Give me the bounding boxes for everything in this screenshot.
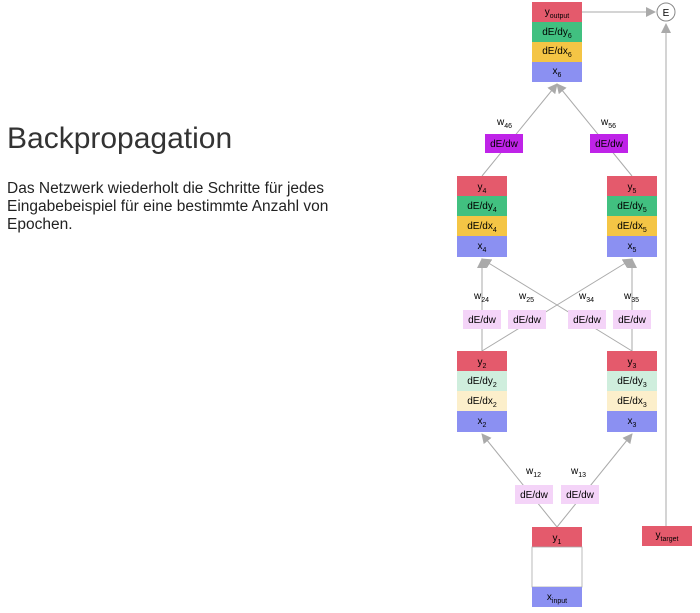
node-4: y4 dE/dy4 dE/dx4 x4 bbox=[457, 176, 507, 257]
node-2-dy-label: dE/dy2 bbox=[467, 376, 497, 389]
node-6-dx-label: dE/dx6 bbox=[542, 46, 572, 59]
node-1: y1 xinput bbox=[531, 527, 583, 607]
edge-w13 bbox=[556, 433, 633, 528]
error-node-circle bbox=[656, 2, 676, 22]
node-2-x-label: x2 bbox=[478, 416, 487, 429]
target-node-label: ytarget bbox=[656, 530, 679, 543]
weight-w56-grad-label: dE/dw bbox=[595, 139, 624, 150]
node-3-x-label: x3 bbox=[628, 416, 637, 429]
node-2-x-cell bbox=[457, 411, 507, 432]
weight-w13-grad-box bbox=[561, 485, 599, 504]
error-node-label: E bbox=[663, 8, 670, 19]
node-1-x-cell bbox=[532, 587, 582, 607]
node-5-x-cell bbox=[607, 236, 657, 257]
weight-w12-grad-box bbox=[515, 485, 553, 504]
node-1-y-cell bbox=[532, 527, 582, 547]
edge-w12 bbox=[481, 433, 558, 528]
node-2-dx-cell bbox=[457, 391, 507, 411]
weight-w25-label: w25 bbox=[518, 291, 534, 304]
weight-w56-label: w56 bbox=[600, 117, 616, 130]
node-6-dy-cell bbox=[532, 22, 582, 42]
node-2-y-cell bbox=[457, 351, 507, 371]
weight-w25: w25 dE/dw bbox=[508, 291, 546, 329]
node-5: y5 dE/dy5 dE/dx5 x5 bbox=[607, 176, 657, 257]
weight-w24-grad-box bbox=[463, 310, 501, 329]
weight-w46: w46 dE/dw bbox=[485, 117, 523, 153]
weight-w12-label: w12 bbox=[525, 466, 541, 479]
weight-w34-grad-label: dE/dw bbox=[573, 315, 602, 326]
edge-w46 bbox=[481, 83, 558, 177]
node-4-y-cell bbox=[457, 176, 507, 196]
weight-w34: w34 dE/dw bbox=[568, 291, 606, 329]
slide-title: Backpropagation bbox=[7, 122, 233, 155]
node-4-dx-label: dE/dx4 bbox=[467, 221, 497, 234]
node-3-dx-label: dE/dx3 bbox=[617, 396, 647, 409]
node-5-dx-label: dE/dx5 bbox=[617, 221, 647, 234]
node-5-y-label: y5 bbox=[628, 182, 637, 195]
edge-w34 bbox=[481, 258, 633, 352]
weight-w56-grad-box bbox=[590, 134, 628, 153]
edge-w56 bbox=[556, 83, 633, 177]
weight-w12-grad-label: dE/dw bbox=[520, 490, 549, 501]
node-2: y2 dE/dy2 dE/dx2 x2 bbox=[457, 351, 507, 432]
node-4-dx-cell bbox=[457, 216, 507, 236]
weight-w46-label: w46 bbox=[496, 117, 512, 130]
node-5-x-label: x5 bbox=[628, 241, 637, 254]
node-2-dy-cell bbox=[457, 371, 507, 391]
weight-w12: w12 dE/dw bbox=[515, 466, 553, 504]
weight-w25-grad-box bbox=[508, 310, 546, 329]
node-4-x-cell bbox=[457, 236, 507, 257]
weight-w25-grad-label: dE/dw bbox=[513, 315, 542, 326]
node-6-y-label: youtput bbox=[545, 7, 570, 20]
node-4-dy-cell bbox=[457, 196, 507, 216]
node-6-dx-cell bbox=[532, 42, 582, 62]
node-4-y-label: y4 bbox=[478, 182, 487, 195]
node-1-x-label: xinput bbox=[547, 592, 567, 605]
target-node: ytarget bbox=[642, 526, 692, 546]
weight-w24-grad-label: dE/dw bbox=[468, 315, 497, 326]
node-4-x-label: x4 bbox=[478, 241, 487, 254]
target-node-cell bbox=[642, 526, 692, 546]
weight-w24: w24 dE/dw bbox=[463, 291, 501, 329]
node-3-dy-cell bbox=[607, 371, 657, 391]
node-6-dy-label: dE/dy6 bbox=[542, 27, 572, 40]
weight-w35-grad-box bbox=[613, 310, 651, 329]
node-6-y-cell bbox=[532, 2, 582, 22]
weight-w34-grad-box bbox=[568, 310, 606, 329]
weight-w46-grad-label: dE/dw bbox=[490, 139, 519, 150]
node-3-dx-cell bbox=[607, 391, 657, 411]
weight-w13-grad-label: dE/dw bbox=[566, 490, 595, 501]
node-1-y-label: y1 bbox=[553, 533, 562, 546]
node-6-x-cell bbox=[532, 62, 582, 82]
weight-w24-label: w24 bbox=[473, 291, 489, 304]
slide-description: Das Netzwerk wiederholt die Schritte für… bbox=[7, 180, 329, 233]
node-3-x-cell bbox=[607, 411, 657, 432]
weight-w13-label: w13 bbox=[570, 466, 586, 479]
weight-w35-grad-label: dE/dw bbox=[618, 315, 647, 326]
node-1-empty-cell bbox=[531, 546, 583, 588]
node-4-dy-label: dE/dy4 bbox=[467, 201, 497, 214]
node-5-dy-cell bbox=[607, 196, 657, 216]
node-2-y-label: y2 bbox=[478, 357, 487, 370]
node-2-dx-label: dE/dx2 bbox=[467, 396, 497, 409]
node-5-y-cell bbox=[607, 176, 657, 196]
node-3-y-cell bbox=[607, 351, 657, 371]
node-5-dy-label: dE/dy5 bbox=[617, 201, 647, 214]
weight-w46-grad-box bbox=[485, 134, 523, 153]
node-6: youtput dE/dy6 dE/dx6 x6 bbox=[532, 2, 582, 82]
node-3-y-label: y3 bbox=[628, 357, 637, 370]
weight-w35: w35 dE/dw bbox=[613, 291, 651, 329]
weight-w56: w56 dE/dw bbox=[590, 117, 628, 153]
node-5-dx-cell bbox=[607, 216, 657, 236]
node-6-x-label: x6 bbox=[553, 66, 562, 79]
node-3: y3 dE/dy3 dE/dx3 x3 bbox=[607, 351, 657, 432]
weight-w35-label: w35 bbox=[623, 291, 639, 304]
error-node: E bbox=[656, 2, 676, 22]
weight-w13: w13 dE/dw bbox=[561, 466, 599, 504]
weight-w34-label: w34 bbox=[578, 291, 594, 304]
node-3-dy-label: dE/dy3 bbox=[617, 376, 647, 389]
